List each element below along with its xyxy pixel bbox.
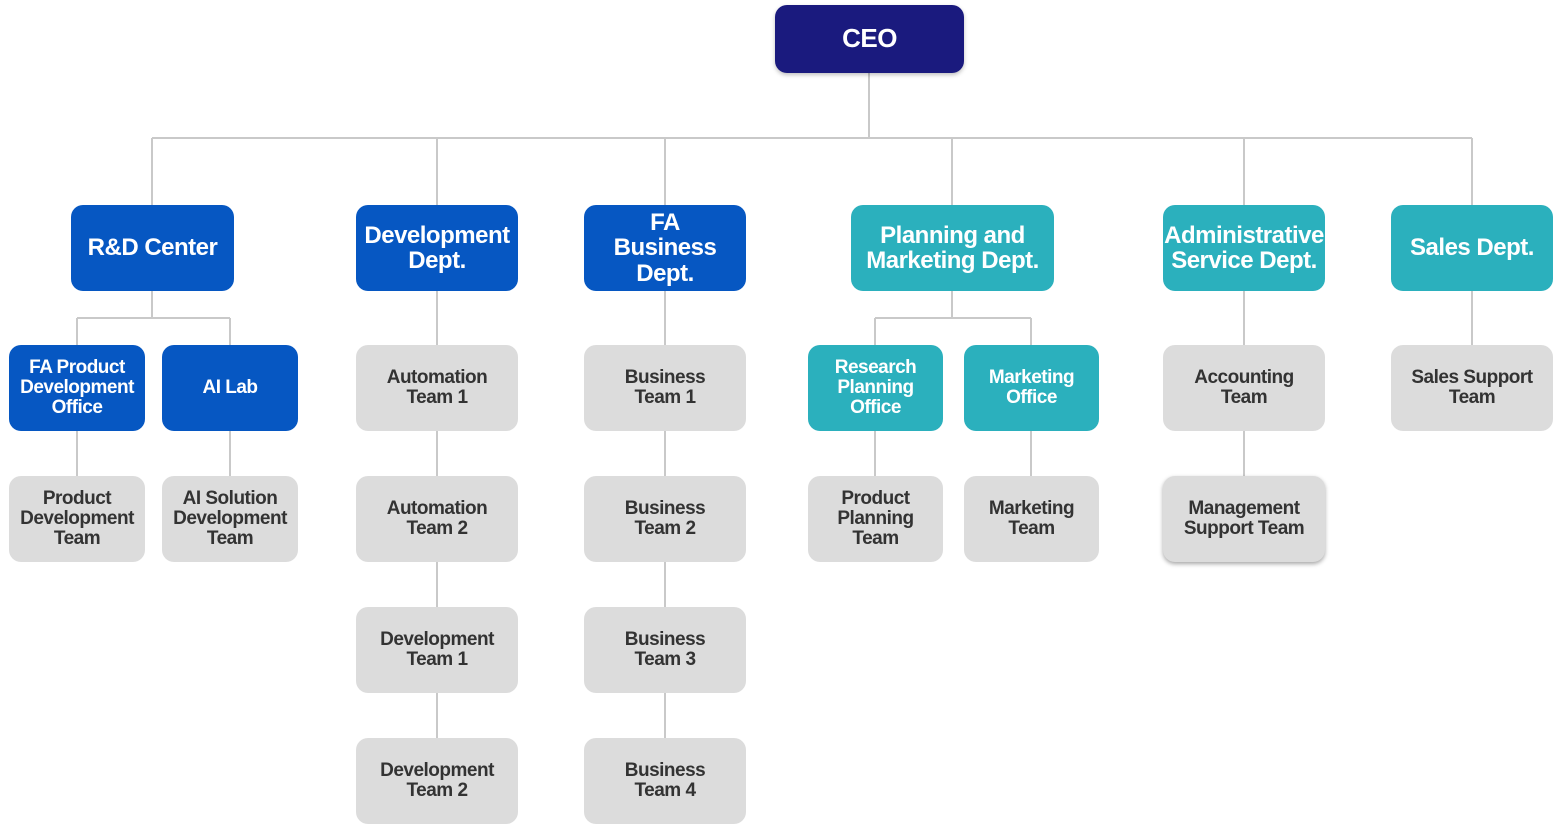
- automation-team-1-box: Automation Team 1: [356, 345, 518, 431]
- business-team-4-label: Business Team 4: [624, 760, 706, 801]
- fa-product-development-office-box: FA Product Development Office: [9, 345, 145, 431]
- development-team-1-label: Development Team 1: [380, 629, 494, 670]
- business-team-3-box: Business Team 3: [584, 607, 746, 693]
- rd-center-box: R&D Center: [71, 205, 234, 291]
- administrative-service-dept-box: Administrative Service Dept.: [1163, 205, 1325, 291]
- product-development-team-box: Product Development Team: [9, 476, 145, 562]
- fa-business-dept-box: FA Business Dept.: [584, 205, 746, 291]
- research-planning-office-label: Research Planning Office: [834, 357, 917, 418]
- ceo-label: CEO: [842, 23, 897, 54]
- development-dept-label: Development Dept.: [364, 221, 510, 274]
- automation-team-2-label: Automation Team 2: [386, 498, 488, 539]
- ai-solution-development-team-box: AI Solution Development Team: [162, 476, 298, 562]
- development-team-2-label: Development Team 2: [380, 760, 494, 801]
- planning-marketing-dept-label: Planning and Marketing Dept.: [866, 221, 1039, 274]
- sales-support-team-label: Sales Support Team: [1411, 367, 1533, 408]
- product-planning-team-box: Product Planning Team: [808, 476, 943, 562]
- business-team-2-label: Business Team 2: [624, 498, 706, 539]
- development-team-1-box: Development Team 1: [356, 607, 518, 693]
- research-planning-office-box: Research Planning Office: [808, 345, 943, 431]
- rd-center-label: R&D Center: [87, 234, 218, 262]
- business-team-1-box: Business Team 1: [584, 345, 746, 431]
- marketing-office-box: Marketing Office: [964, 345, 1099, 431]
- automation-team-1-label: Automation Team 1: [386, 367, 488, 408]
- marketing-team-box: Marketing Team: [964, 476, 1099, 562]
- marketing-team-label: Marketing Team: [988, 498, 1075, 539]
- sales-dept-label: Sales Dept.: [1410, 234, 1534, 262]
- fa-product-development-office-label: FA Product Development Office: [20, 357, 134, 418]
- accounting-team-label: Accounting Team: [1194, 367, 1294, 408]
- automation-team-2-box: Automation Team 2: [356, 476, 518, 562]
- sales-dept-box: Sales Dept.: [1391, 205, 1553, 291]
- ceo-box: CEO: [775, 5, 964, 73]
- business-team-3-label: Business Team 3: [624, 629, 706, 670]
- business-team-2-box: Business Team 2: [584, 476, 746, 562]
- administrative-service-dept-label: Administrative Service Dept.: [1164, 221, 1324, 274]
- planning-marketing-dept-box: Planning and Marketing Dept.: [851, 205, 1054, 291]
- development-team-2-box: Development Team 2: [356, 738, 518, 824]
- business-team-1-label: Business Team 1: [624, 367, 706, 408]
- ai-lab-label: AI Lab: [202, 377, 258, 399]
- product-development-team-label: Product Development Team: [20, 488, 134, 549]
- development-dept-box: Development Dept.: [356, 205, 518, 291]
- management-support-team-box: Management Support Team: [1163, 476, 1325, 562]
- ai-lab-box: AI Lab: [162, 345, 298, 431]
- sales-support-team-box: Sales Support Team: [1391, 345, 1553, 431]
- marketing-office-label: Marketing Office: [988, 367, 1075, 408]
- accounting-team-box: Accounting Team: [1163, 345, 1325, 431]
- management-support-team-label: Management Support Team: [1183, 498, 1305, 539]
- product-planning-team-label: Product Planning Team: [837, 488, 914, 549]
- business-team-4-box: Business Team 4: [584, 738, 746, 824]
- ai-solution-development-team-label: AI Solution Development Team: [173, 488, 287, 549]
- fa-business-dept-label: FA Business Dept.: [613, 209, 717, 287]
